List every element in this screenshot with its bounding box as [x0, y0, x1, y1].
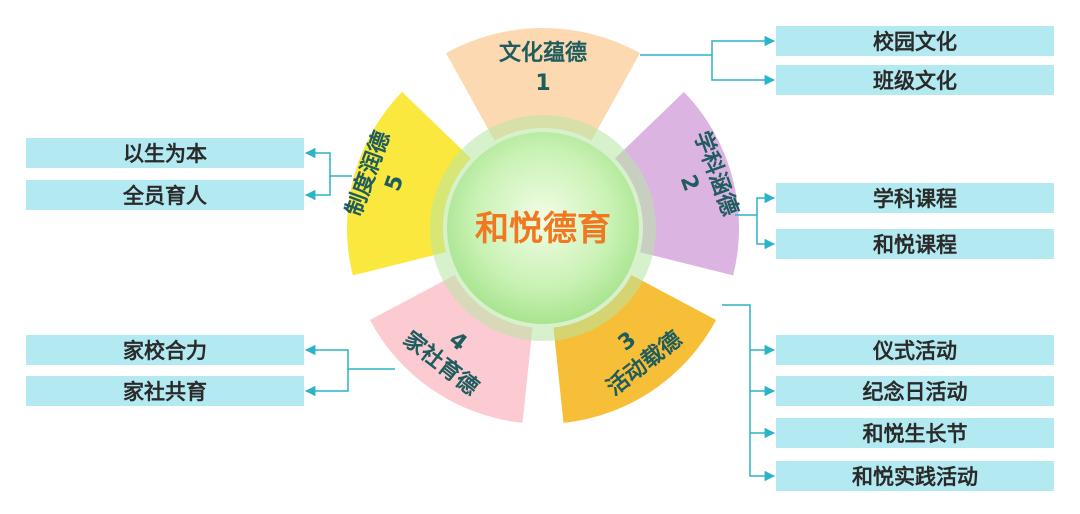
connector-2b: [756, 215, 776, 250]
connector-3b: [749, 350, 776, 482]
sector-1-number: 1: [535, 71, 550, 96]
sector-4-shape: [369, 274, 533, 423]
center-circle: [447, 132, 639, 324]
connector-5b: [304, 176, 331, 201]
sector-1-shape: [446, 27, 640, 141]
connector-5: [304, 147, 352, 177]
box-ceremony: 仪式活动: [776, 335, 1054, 365]
box-campus-culture: 校园文化: [776, 26, 1054, 56]
box-practice-activity: 和悦实践活动: [776, 461, 1054, 491]
connector-1: [640, 35, 776, 56]
connector-4: [304, 344, 395, 370]
box-class-culture: 班级文化: [776, 65, 1054, 95]
box-growth-festival: 和悦生长节: [776, 418, 1054, 448]
box-subject-course: 学科课程: [776, 183, 1054, 213]
connector-3: [722, 304, 776, 356]
connector-4b: [304, 369, 349, 397]
sector-1-title: 文化蕴德: [499, 40, 587, 66]
box-student-centered: 以生为本: [26, 138, 304, 168]
center-label: 和悦德育: [475, 209, 611, 249]
connector-2: [735, 192, 776, 216]
connectors: [304, 35, 776, 482]
sector-culture: 文化蕴德 1: [446, 27, 640, 141]
connector-1b: [711, 55, 776, 86]
sector-3-shape: [553, 274, 717, 423]
box-memorial-day: 纪念日活动: [776, 376, 1054, 406]
box-heyue-course: 和悦课程: [776, 229, 1054, 259]
box-all-staff: 全员育人: [26, 180, 304, 210]
box-family-community: 家社共育: [26, 376, 304, 406]
box-home-school: 家校合力: [26, 335, 304, 365]
